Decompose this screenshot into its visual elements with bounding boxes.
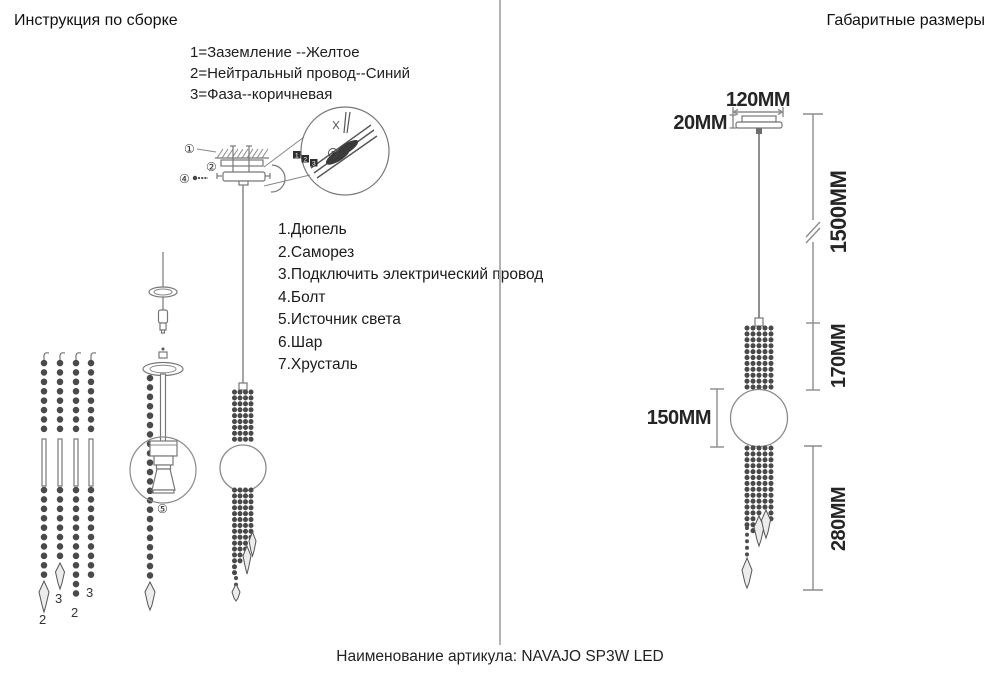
bead-strand-1: 2 [38, 352, 50, 627]
crystal-drop [741, 556, 753, 590]
section-divider [499, 0, 501, 645]
upper-chain-label: 170MM [828, 324, 850, 388]
svg-text:1: 1 [295, 153, 299, 160]
wiring-callout: 1 2 3 3 [263, 106, 390, 196]
wire-tag-circled: 3 [328, 148, 338, 158]
wiring-legend: 1=Заземление --Желтое 2=Нейтральный пров… [190, 42, 410, 105]
wire-tag-3: 3 [310, 159, 318, 168]
article-name: Наименование артикула: NAVAJO SP3W LED [336, 648, 664, 665]
cord-knuckle [756, 128, 762, 134]
strand-label-1: 2 [39, 612, 46, 627]
strand-label-4: 3 [86, 585, 93, 600]
callout-step-5: ⑤ [157, 502, 168, 516]
ceiling-mount-drawing: ① ② ④ [179, 142, 286, 193]
cord-length-label: 1500MM [826, 171, 851, 254]
assembled-pendant-drawing [219, 185, 267, 602]
dimensions-drawing: 120MM 20MM [647, 89, 851, 591]
parts-list-item-4: 4.Болт [278, 288, 326, 306]
mounting-bracket [220, 159, 264, 167]
pendant-side-view [729, 134, 789, 590]
canopy [222, 171, 266, 182]
parts-list-item-7: 7.Хрусталь [278, 356, 358, 373]
bolt-icon [192, 175, 208, 181]
bead-strand-3: 2 [71, 352, 82, 620]
svg-text:3: 3 [331, 151, 335, 158]
magnifier-circle [300, 106, 390, 196]
canopy-plate [741, 115, 777, 123]
callout-step-4: ④ [179, 172, 190, 186]
parts-list-item-3: 3.Подключить электрический провод [278, 266, 544, 283]
canopy-height-label: 20MM [673, 112, 727, 134]
left-section-title: Инструкция по сборке [14, 12, 178, 29]
crystal-drop [231, 582, 241, 602]
wiring-legend-line-3: 3=Фаза--коричневая [190, 86, 333, 103]
crystal-drop [144, 580, 156, 612]
parts-list-item-6: 6.Шар [278, 333, 323, 351]
right-section-title: Габаритные размеры [826, 12, 985, 29]
sphere-diameter-label: 150MM [647, 407, 711, 429]
svg-text:3: 3 [312, 161, 316, 168]
sphere-outline [129, 436, 197, 504]
socket-housing [149, 440, 178, 457]
bead-strand-2: 3 [54, 352, 66, 606]
wiring-legend-line-2: 2=Нейтральный провод--Синий [190, 65, 411, 82]
wire-tag-1: 1 [293, 151, 301, 160]
light-source-bulb [151, 468, 176, 491]
rotate-arrow [270, 164, 286, 193]
glass-sphere [729, 388, 789, 448]
sphere-dimension: 150MM [647, 388, 724, 448]
parts-list-item-2: 2.Саморез [278, 243, 355, 261]
assembly-drawing: ① ② ④ 1 [38, 106, 390, 627]
wire-tag-2: 2 [301, 155, 309, 164]
crystal-drop [54, 561, 66, 591]
strand-label-2: 3 [55, 591, 62, 606]
wiring-legend-line-1: 1=Заземление --Желтое [190, 44, 360, 61]
wire-connector [335, 139, 359, 157]
parts-list: 1.Дюпель 2.Саморез 3.Подключить электрич… [278, 219, 543, 377]
lower-chain-label: 280MM [828, 487, 850, 551]
strand-label-3: 2 [71, 605, 78, 620]
parts-list-item-5: 5.Источник света [278, 311, 401, 328]
canopy-width-label: 120MM [726, 89, 790, 111]
rod-part-drawing [148, 252, 178, 334]
crystal-drop [248, 530, 257, 558]
svg-text:2: 2 [304, 157, 308, 164]
lamp-socket-drawing: ⑤ [129, 347, 197, 612]
vertical-dimensions: 1500MM 170MM 280MM [803, 113, 851, 591]
crystal-drop [760, 508, 772, 540]
callout-step-2: ② [206, 160, 217, 174]
crystal-drop [38, 579, 50, 614]
glass-sphere [219, 444, 267, 492]
bead-strand-4: 3 [86, 352, 97, 600]
crystal-drop [242, 544, 252, 575]
callout-step-1: ① [184, 142, 195, 156]
canopy-dimension: 120MM 20MM [673, 89, 791, 134]
parts-list-item-1: 1.Дюпель [278, 221, 347, 238]
